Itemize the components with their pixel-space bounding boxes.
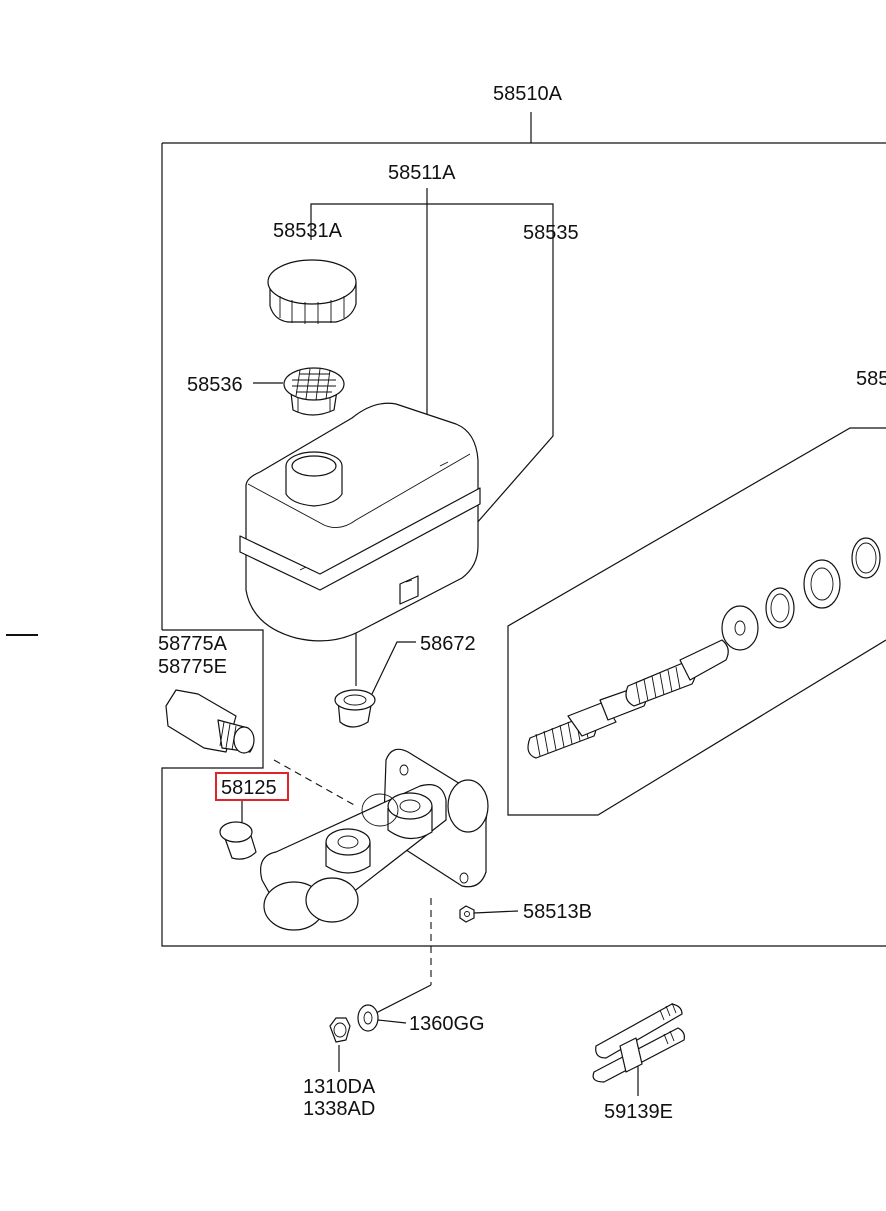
label-highlighted-part[interactable]: 58125 — [221, 777, 277, 799]
label-assembly: 58510A — [493, 83, 563, 105]
label-fitting-e: 58775E — [158, 656, 227, 678]
label-grommet: 58672 — [420, 633, 476, 655]
label-bleeder: 58513B — [523, 901, 592, 923]
label-nut-2: 1338AD — [303, 1098, 375, 1120]
reservoir-drawing — [239, 402, 481, 642]
plug-58125-drawing — [219, 821, 257, 860]
label-piston-kit: 585 — [856, 368, 886, 390]
fitting-drawing — [165, 689, 255, 754]
label-strainer: 58536 — [187, 374, 243, 396]
label-reservoir: 58511A — [388, 162, 456, 184]
label-reservoir-pin: 58535 — [523, 222, 579, 244]
highlight-box — [215, 772, 289, 801]
nut-drawing — [329, 1017, 351, 1043]
label-fitting-a: 58775A — [158, 633, 228, 655]
washer-drawing — [357, 1004, 379, 1032]
label-pipe: 59139E — [604, 1101, 673, 1123]
label-nut-1: 1310DA — [303, 1076, 376, 1098]
piston-kit-drawing — [507, 427, 886, 816]
bleeder-drawing — [459, 905, 475, 923]
strainer-drawing — [283, 367, 345, 416]
label-washer: 1360GG — [409, 1013, 485, 1035]
master-cylinder-drawing — [260, 748, 489, 931]
assembly-frame — [161, 112, 886, 947]
reservoir-cap-drawing — [267, 259, 357, 324]
pipe-drawing — [592, 1002, 685, 1083]
label-cap: 58531A — [273, 220, 343, 242]
grommet-drawing — [334, 689, 376, 728]
